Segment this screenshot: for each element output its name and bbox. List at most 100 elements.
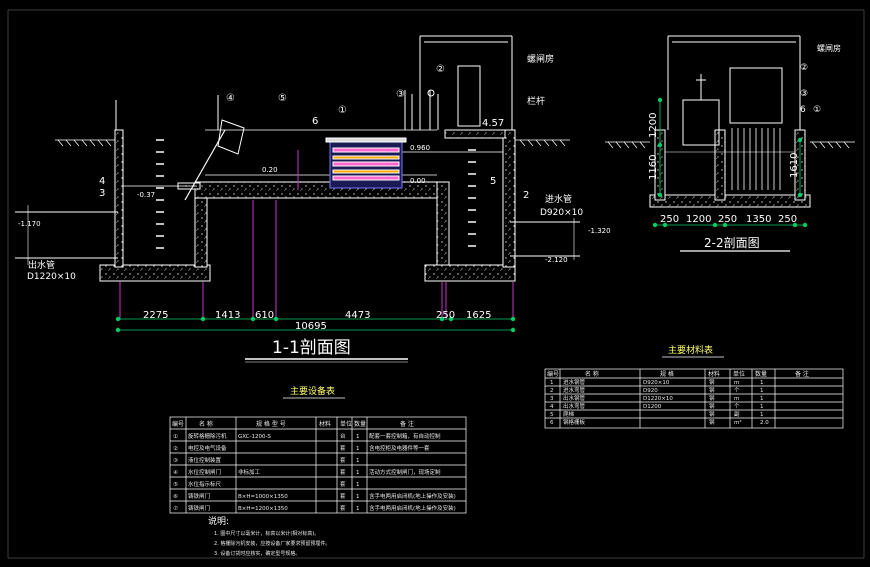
mat-header-qty: 数量 [755, 370, 767, 378]
material-cell: 3 [550, 396, 554, 402]
equipment-cell: 水位控制闸门 [188, 468, 221, 476]
equipment-table-header: 编号 名 称 规 格 型 号 材料 单位 数量 备 注 [172, 420, 414, 428]
material-cell: m [734, 396, 739, 402]
equipment-cell: 1 [356, 494, 360, 500]
drawing-border [7, 9, 865, 559]
handwheel [427, 89, 435, 97]
equipment-cell: 套 [340, 480, 346, 488]
num-6-1: 6 [312, 116, 318, 127]
marker-1-2b: ① [813, 105, 821, 115]
equipment-cell: 水位指示标尺 [188, 480, 222, 488]
section-1-1 [15, 35, 580, 320]
dim2-v-1160: 1160 [648, 155, 659, 180]
material-cell: D1200 [643, 404, 662, 410]
elev-neg-2-120: -2.120 [545, 256, 568, 264]
equipment-cell: 套 [340, 504, 346, 512]
material-cell: 钢 [709, 402, 715, 410]
equipment-cell: ④ [173, 470, 178, 476]
num-2-1: 2 [523, 190, 529, 201]
elev-4-57: 4.57 [482, 118, 504, 129]
section-2-2-title: 2-2剖面图 [704, 236, 760, 250]
note-3: 3. 设备订货时应核实，确定型号规格。 [214, 550, 300, 557]
rotary-screen [325, 137, 407, 189]
valve-house-2 [667, 35, 801, 130]
num-3-1: 3 [99, 188, 105, 199]
eq-header-name: 名 称 [199, 420, 213, 428]
marker-2-1: ② [436, 64, 445, 75]
equipment-cell: 套 [340, 444, 346, 452]
equipment-cell: GXC-1200-S [238, 434, 271, 440]
num-5-1: 5 [490, 176, 496, 187]
material-cell: 1 [760, 404, 764, 410]
marker-3-1: ③ [396, 89, 405, 100]
material-cell: 1 [760, 396, 764, 402]
material-table-header: 编号 名 称 规 格 材料 单位 数量 备 注 [547, 370, 809, 378]
label-valve-house-2: 螺闸房 [817, 43, 841, 53]
material-cell: 进水钢管 [563, 378, 586, 386]
control-cabinet-2 [729, 67, 783, 124]
inlet-pipe [510, 221, 580, 257]
elev-0-20: 0.20 [262, 166, 278, 174]
operating-rods [404, 90, 439, 130]
equipment-cell: 含电控柜及电器件等一套 [369, 444, 430, 452]
elev-neg-0-37: -0.37 [137, 191, 155, 199]
material-cell: 1 [760, 412, 764, 418]
label-inlet-spec: D920×10 [540, 208, 583, 218]
dim-1625: 1625 [466, 310, 491, 321]
material-cell: 5 [550, 412, 554, 418]
elev-0-00: 0.00 [410, 177, 426, 185]
dim-2275: 2275 [143, 310, 168, 321]
right-outer-wall [502, 129, 516, 268]
ground-hatch-right [515, 139, 570, 147]
equipment-cell: 活动方式控制闸门，现场定制 [369, 468, 441, 476]
marker-1-1: ① [338, 105, 347, 116]
screen-drive-unit [217, 119, 245, 155]
eq-header-model: 规 格 型 号 [256, 420, 286, 428]
marker-2-2: ② [800, 63, 808, 73]
equipment-cell: B×H=1000×1350 [238, 494, 288, 500]
dim-610: 610 [255, 310, 274, 321]
label-inlet-pipe: 进水管 [545, 193, 572, 205]
label-outlet-pipe: 出水管 [28, 259, 55, 271]
material-cell: m² [734, 419, 742, 426]
material-cell: m [734, 380, 739, 386]
material-cell: 4 [550, 404, 554, 410]
num-4-1: 4 [99, 176, 105, 187]
mid-wall-2 [714, 129, 726, 201]
middle-slab [194, 181, 446, 199]
dim2-1350: 1350 [746, 214, 771, 225]
dim-4473: 4473 [345, 310, 370, 321]
notes-title: 说明: [208, 515, 229, 527]
valve-house [419, 35, 513, 130]
material-cell: 个 [734, 403, 740, 410]
material-cell: 副 [734, 410, 740, 418]
material-cell: 钢 [709, 418, 715, 426]
mat-header-spec: 规 格 [660, 370, 674, 378]
equipment-cell: 铸铁闸门 [188, 492, 210, 500]
elev-neg-1-170: -1.170 [18, 220, 41, 228]
equipment-cell: 含手电两用启闭机(地上操作及安装) [369, 504, 456, 512]
equipment-cell: 台 [340, 432, 346, 440]
equipment-cell: 1 [356, 482, 360, 488]
gate-handwheel-2 [696, 74, 706, 84]
elev-neg-1-320: -1.320 [588, 227, 611, 235]
label-outlet-spec: D1220×10 [27, 272, 76, 282]
dim2-v-1200: 1200 [648, 113, 659, 138]
section-1-1-title: 1-1剖面图 [272, 338, 351, 358]
right-base-slab [424, 264, 516, 282]
dimension-chain-1-1 [115, 316, 516, 333]
material-cell: 钢 [709, 410, 715, 418]
section-2-2 [605, 35, 855, 208]
material-cell: 个 [734, 387, 740, 394]
material-cell: 1 [760, 388, 764, 394]
mat-header-remark: 备 注 [795, 370, 809, 378]
equipment-cell: 旋转格栅除污机 [188, 432, 227, 440]
